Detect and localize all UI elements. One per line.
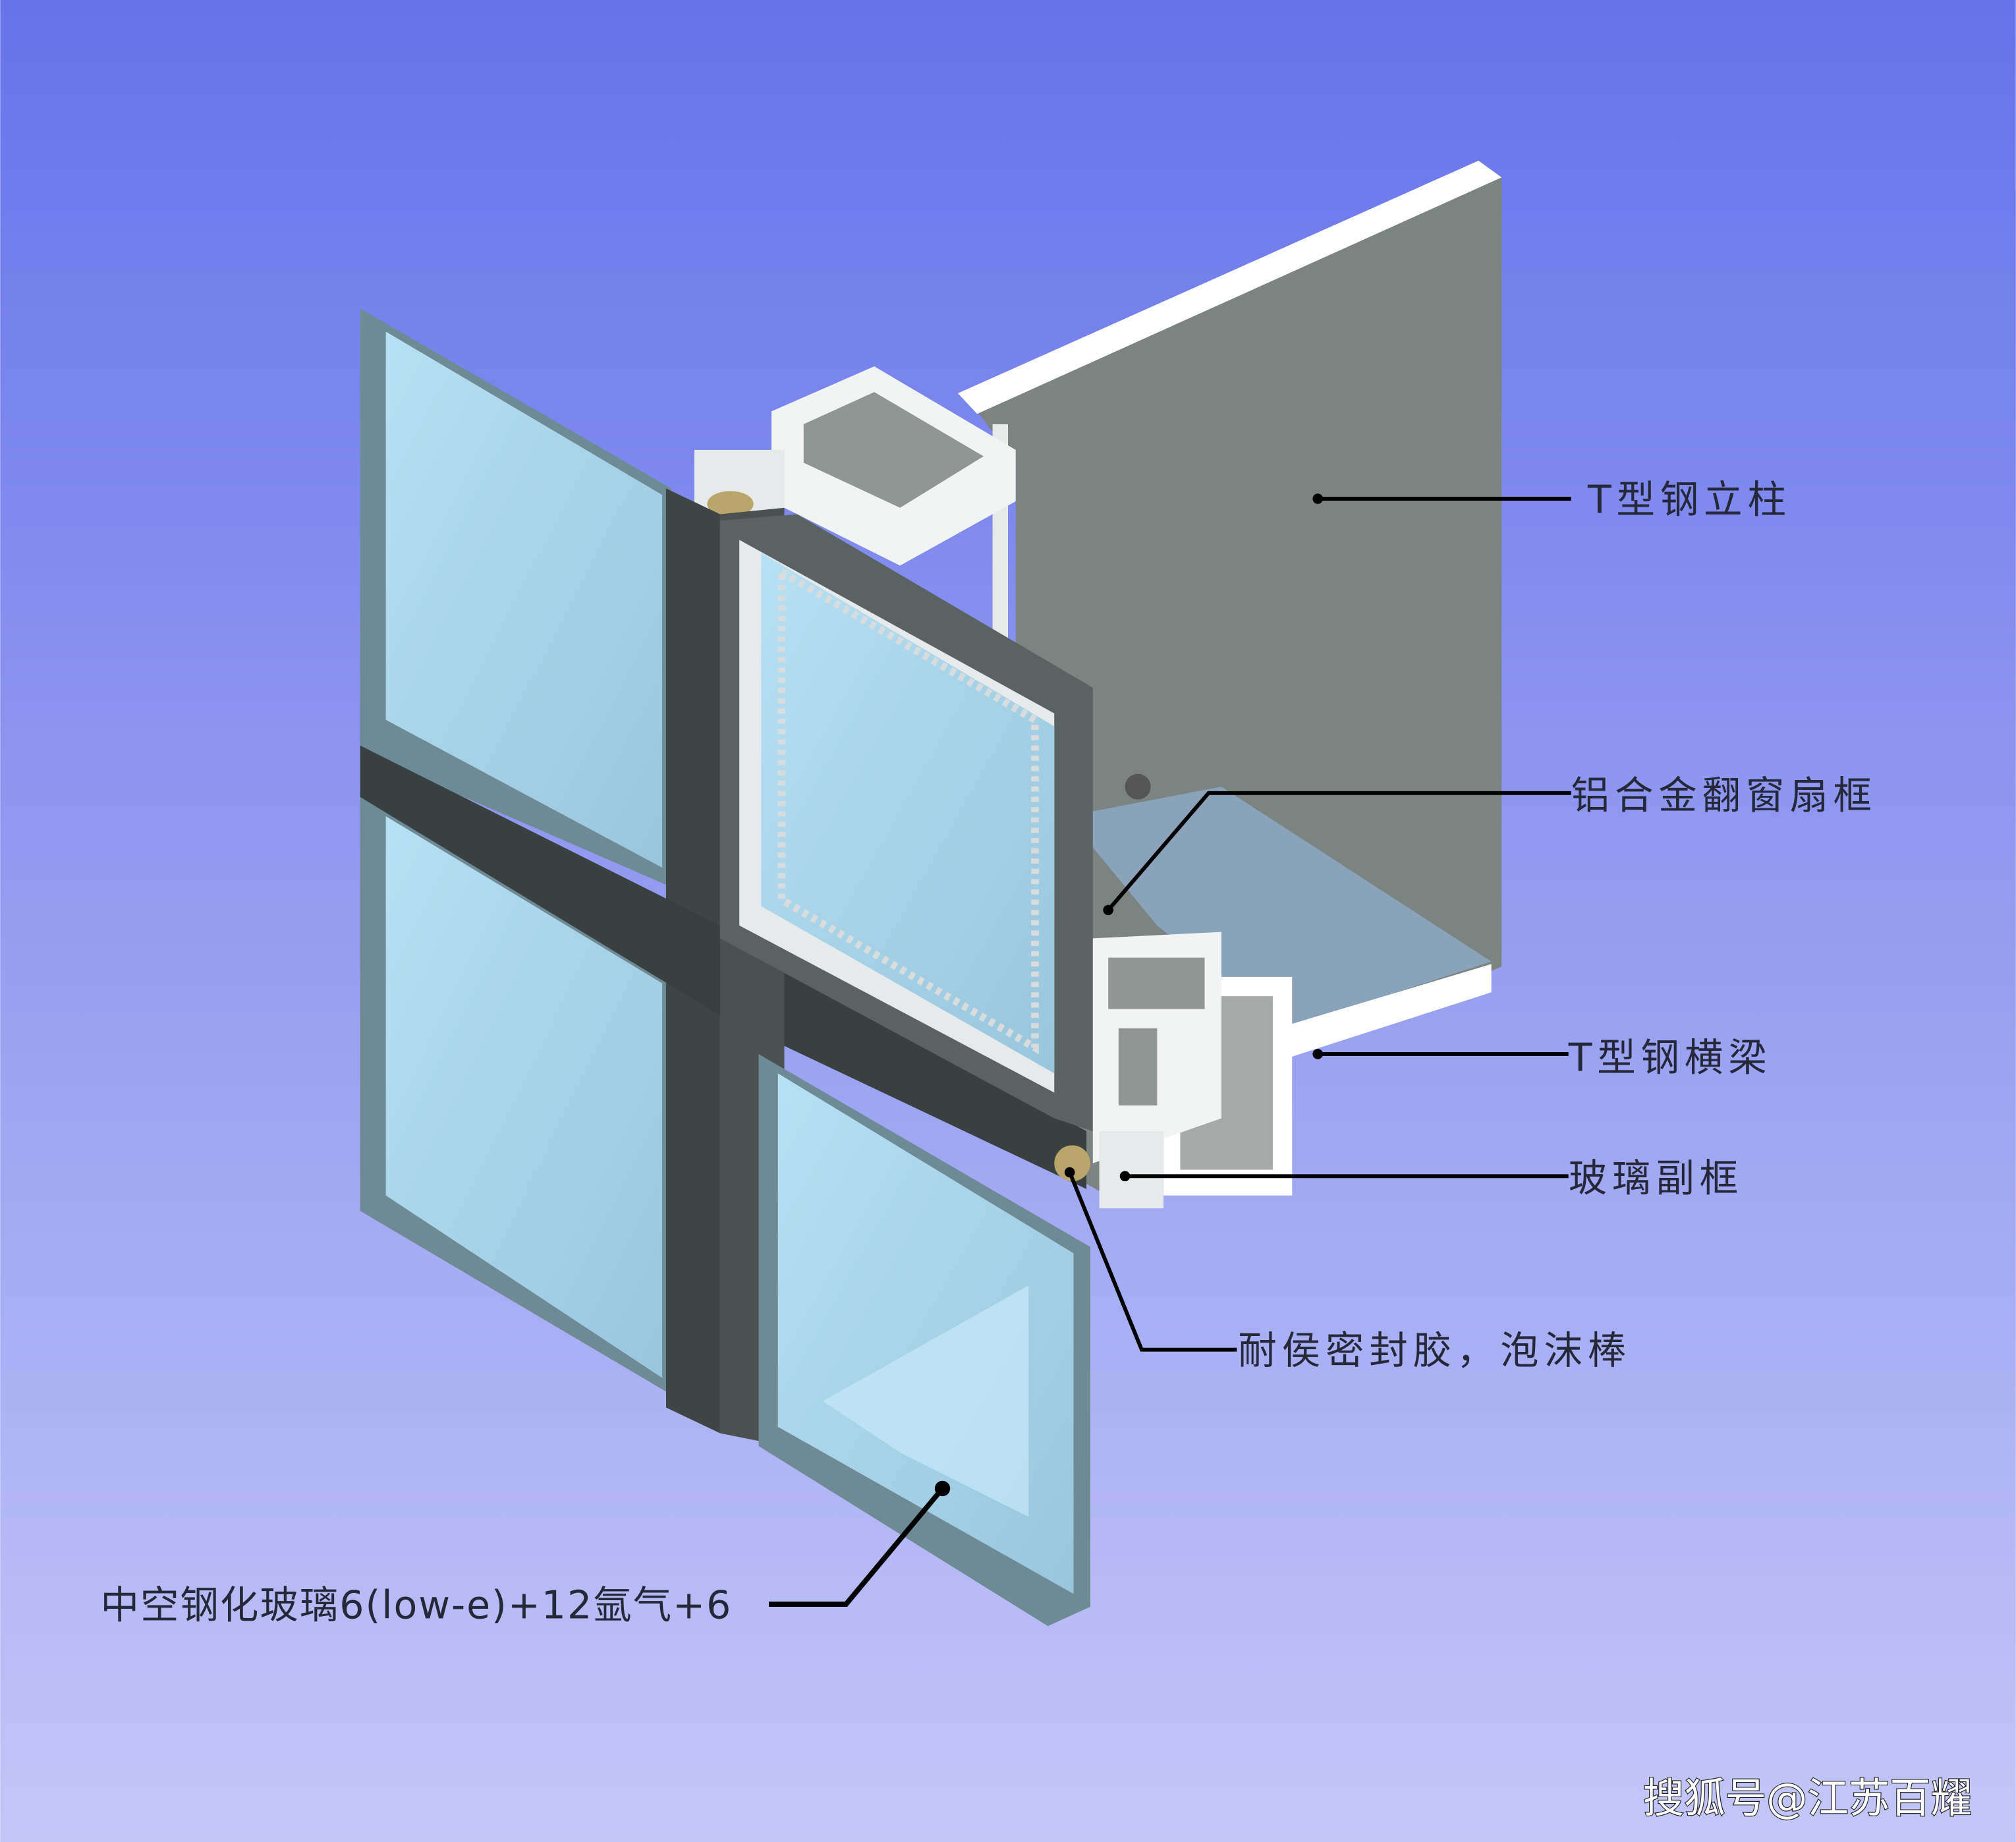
label-glass-subframe: 玻璃副框 bbox=[1569, 1156, 1743, 1201]
left-glass-panes bbox=[360, 308, 671, 1395]
column-profile bbox=[694, 366, 1016, 566]
watermark: 搜狐号@江苏百耀 bbox=[1643, 1774, 1972, 1822]
label-sash-frame: 铝合金翻窗扇框 bbox=[1571, 773, 1877, 818]
transom-profile bbox=[1054, 932, 1221, 1209]
label-glass: 中空钢化玻璃6(low-e)+12氩气+6 bbox=[100, 1582, 732, 1627]
label-steel-column: T型钢立柱 bbox=[1587, 478, 1791, 522]
bolt-icon bbox=[1125, 773, 1151, 800]
label-sealant: 耐侯密封胶，泡沫棒 bbox=[1238, 1328, 1631, 1373]
sash-window bbox=[719, 514, 1093, 1132]
leader-lines bbox=[769, 493, 1571, 1607]
lower-right-glass bbox=[758, 1053, 1090, 1627]
foam-rod-upper bbox=[707, 491, 754, 517]
label-steel-beam: T型钢横梁 bbox=[1568, 1035, 1772, 1080]
foam-rod-lower bbox=[1054, 1145, 1090, 1182]
